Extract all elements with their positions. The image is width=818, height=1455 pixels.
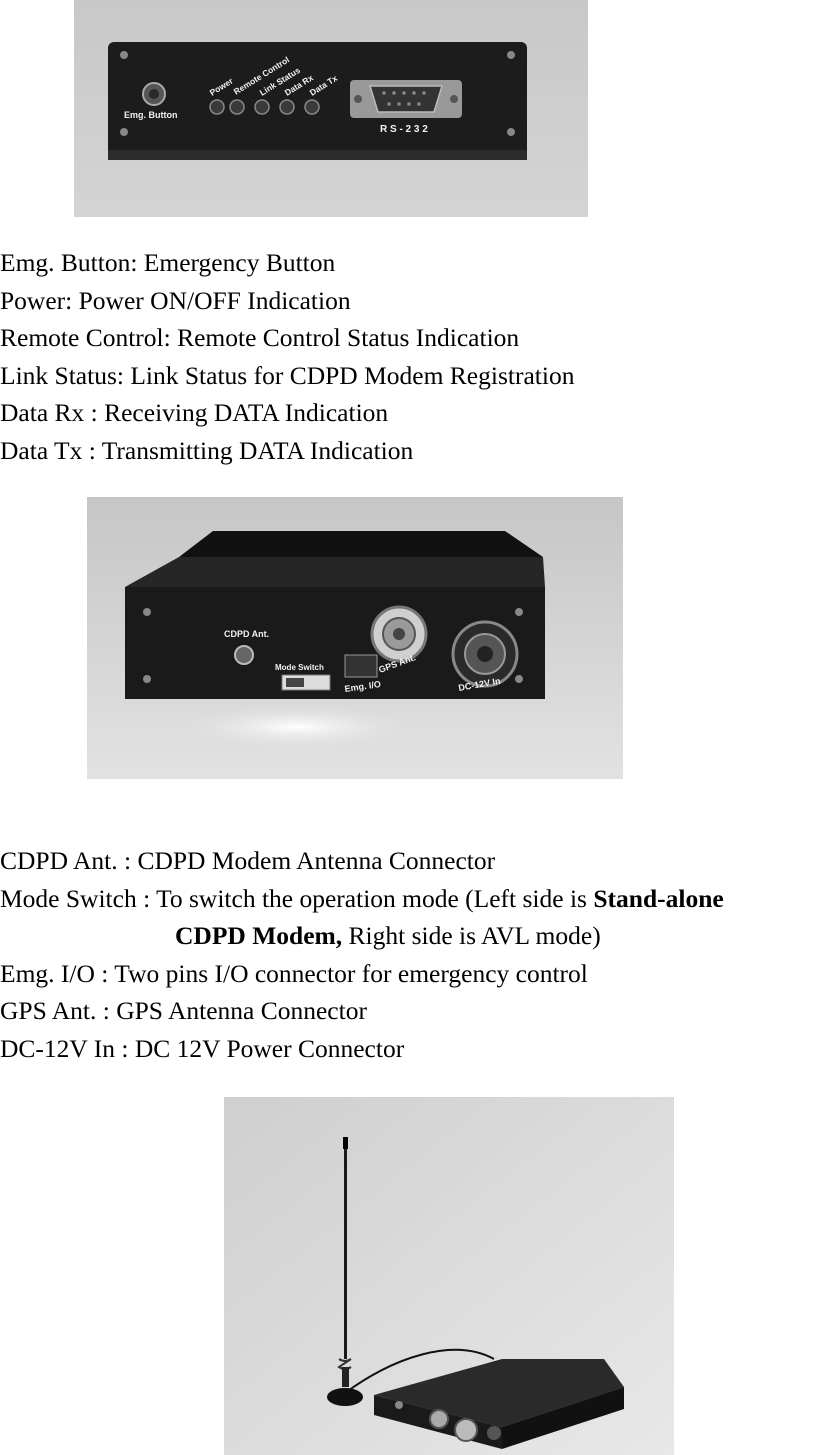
front-panel-legend: Emg. Button: Emergency Button Power: Pow…: [0, 244, 574, 470]
legend-link-status: Link Status: Link Status for CDPD Modem …: [0, 360, 575, 390]
front-panel-image: Emg. Button Power Remote Control Link St…: [74, 0, 588, 217]
legend-gps-ant: GPS Ant. : GPS Antenna Connector: [0, 996, 367, 1026]
legend-power: Power: Power ON/OFF Indication: [0, 285, 351, 315]
device-with-antenna-photo: [224, 1097, 674, 1455]
rear-panel-legend: CDPD Ant. : CDPD Modem Antenna Connector…: [0, 842, 724, 1068]
legend-data-rx: Data Rx : Receiving DATA Indication: [0, 398, 389, 428]
mode-switch-photo-label: Mode Switch: [275, 663, 324, 672]
legend-remote-control: Remote Control: Remote Control Status In…: [0, 323, 520, 353]
legend-mode-switch-bold1: Stand-alone: [593, 883, 724, 913]
device-front-face: [108, 42, 527, 156]
legend-mode-switch-line2: CDPD Modem, Right side is AVL mode): [0, 917, 724, 955]
rear-panel-image: CDPD Ant. Mode Switch Emg. I/O GPS Ant. …: [87, 497, 623, 779]
emg-io-connector: [344, 654, 378, 678]
rear-panel-photo: CDPD Ant. Mode Switch Emg. I/O GPS Ant. …: [87, 497, 623, 779]
legend-emg-io: Emg. I/O : Two pins I/O connector for em…: [0, 958, 588, 988]
cdpd-ant-connector: [234, 645, 254, 665]
legend-data-tx: Data Tx : Transmitting DATA Indication: [0, 435, 414, 465]
legend-mode-switch-prefix: Mode Switch : To switch the operation mo…: [0, 883, 594, 913]
front-panel-photo: Emg. Button Power Remote Control Link St…: [74, 0, 588, 217]
rs232-connector: [350, 80, 462, 118]
emg-button-photo-label: Emg. Button: [124, 110, 178, 120]
rs232-label: R S - 2 3 2: [380, 124, 428, 135]
modem-device: [374, 1359, 624, 1449]
device-with-antenna-image: [224, 1097, 674, 1455]
cdpd-ant-photo-label: CDPD Ant.: [224, 629, 269, 639]
status-leds: [209, 99, 320, 115]
legend-mode-switch-suffix: Right side is AVL mode): [342, 921, 601, 951]
legend-emg-button: Emg. Button: Emergency Button: [0, 248, 336, 277]
legend-mode-switch-bold2: CDPD Modem,: [175, 921, 343, 951]
magnetic-antenna: [327, 1137, 495, 1406]
legend-mode-switch-line1: Mode Switch : To switch the operation mo…: [0, 880, 724, 918]
legend-cdpd-ant: CDPD Ant. : CDPD Modem Antenna Connector: [0, 846, 496, 875]
legend-dc-in: DC-12V In : DC 12V Power Connector: [0, 1033, 405, 1063]
